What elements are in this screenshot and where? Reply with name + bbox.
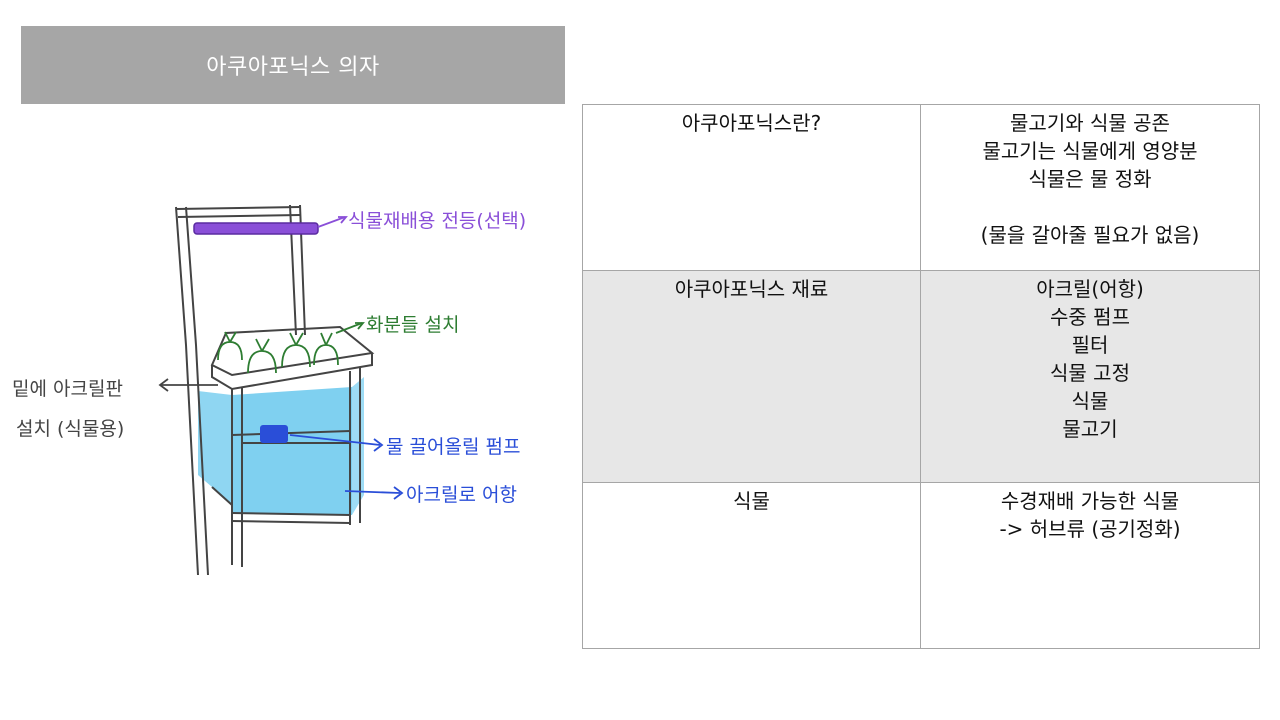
- grow-light: [193, 222, 319, 235]
- label-grow-light: 식물재배용 전등(선택): [348, 210, 526, 232]
- aquaponics-chair-sketch: 식물재배용 전등(선택) 화분들 설치 밑에 아크릴판 설치 (식물용) 물 끌…: [12, 204, 526, 576]
- water-tank-fill-front: [232, 387, 352, 515]
- slide-title: 아쿠아포닉스 의자: [21, 26, 565, 104]
- chair-frame: [175, 204, 375, 576]
- label-acrylic-plate-2: 설치 (식물용): [16, 418, 124, 440]
- pump: [260, 425, 288, 443]
- row-label: 아쿠아포닉스 재료: [582, 270, 921, 483]
- table-row: 아쿠아포닉스란? 물고기와 식물 공존 물고기는 식물에게 영양분 식물은 물 …: [582, 104, 1260, 271]
- water-tank-fill-side: [352, 377, 364, 515]
- table-row: 식물 수경재배 가능한 식물 -> 허브류 (공기정화): [582, 482, 1260, 649]
- annotation-arrows: [158, 216, 404, 500]
- info-table: 아쿠아포닉스란? 물고기와 식물 공존 물고기는 식물에게 영양분 식물은 물 …: [582, 104, 1260, 649]
- label-acrylic-plate-1: 밑에 아크릴판: [12, 378, 123, 400]
- row-content: 물고기와 식물 공존 물고기는 식물에게 영양분 식물은 물 정화 (물을 갈아…: [920, 104, 1260, 271]
- water-tank-fill: [198, 391, 232, 505]
- label-pump: 물 끌어올릴 펌프: [386, 436, 520, 458]
- plant-pots: [217, 331, 339, 374]
- row-label: 식물: [582, 482, 921, 649]
- label-plant-pots: 화분들 설치: [366, 314, 459, 336]
- label-acrylic-tank: 아크릴로 어항: [406, 484, 517, 506]
- row-content: 아크릴(어항) 수중 펌프 필터 식물 고정 식물 물고기: [920, 270, 1260, 483]
- table-row: 아쿠아포닉스 재료 아크릴(어항) 수중 펌프 필터 식물 고정 식물 물고기: [582, 270, 1260, 483]
- row-label: 아쿠아포닉스란?: [582, 104, 921, 271]
- row-content: 수경재배 가능한 식물 -> 허브류 (공기정화): [920, 482, 1260, 649]
